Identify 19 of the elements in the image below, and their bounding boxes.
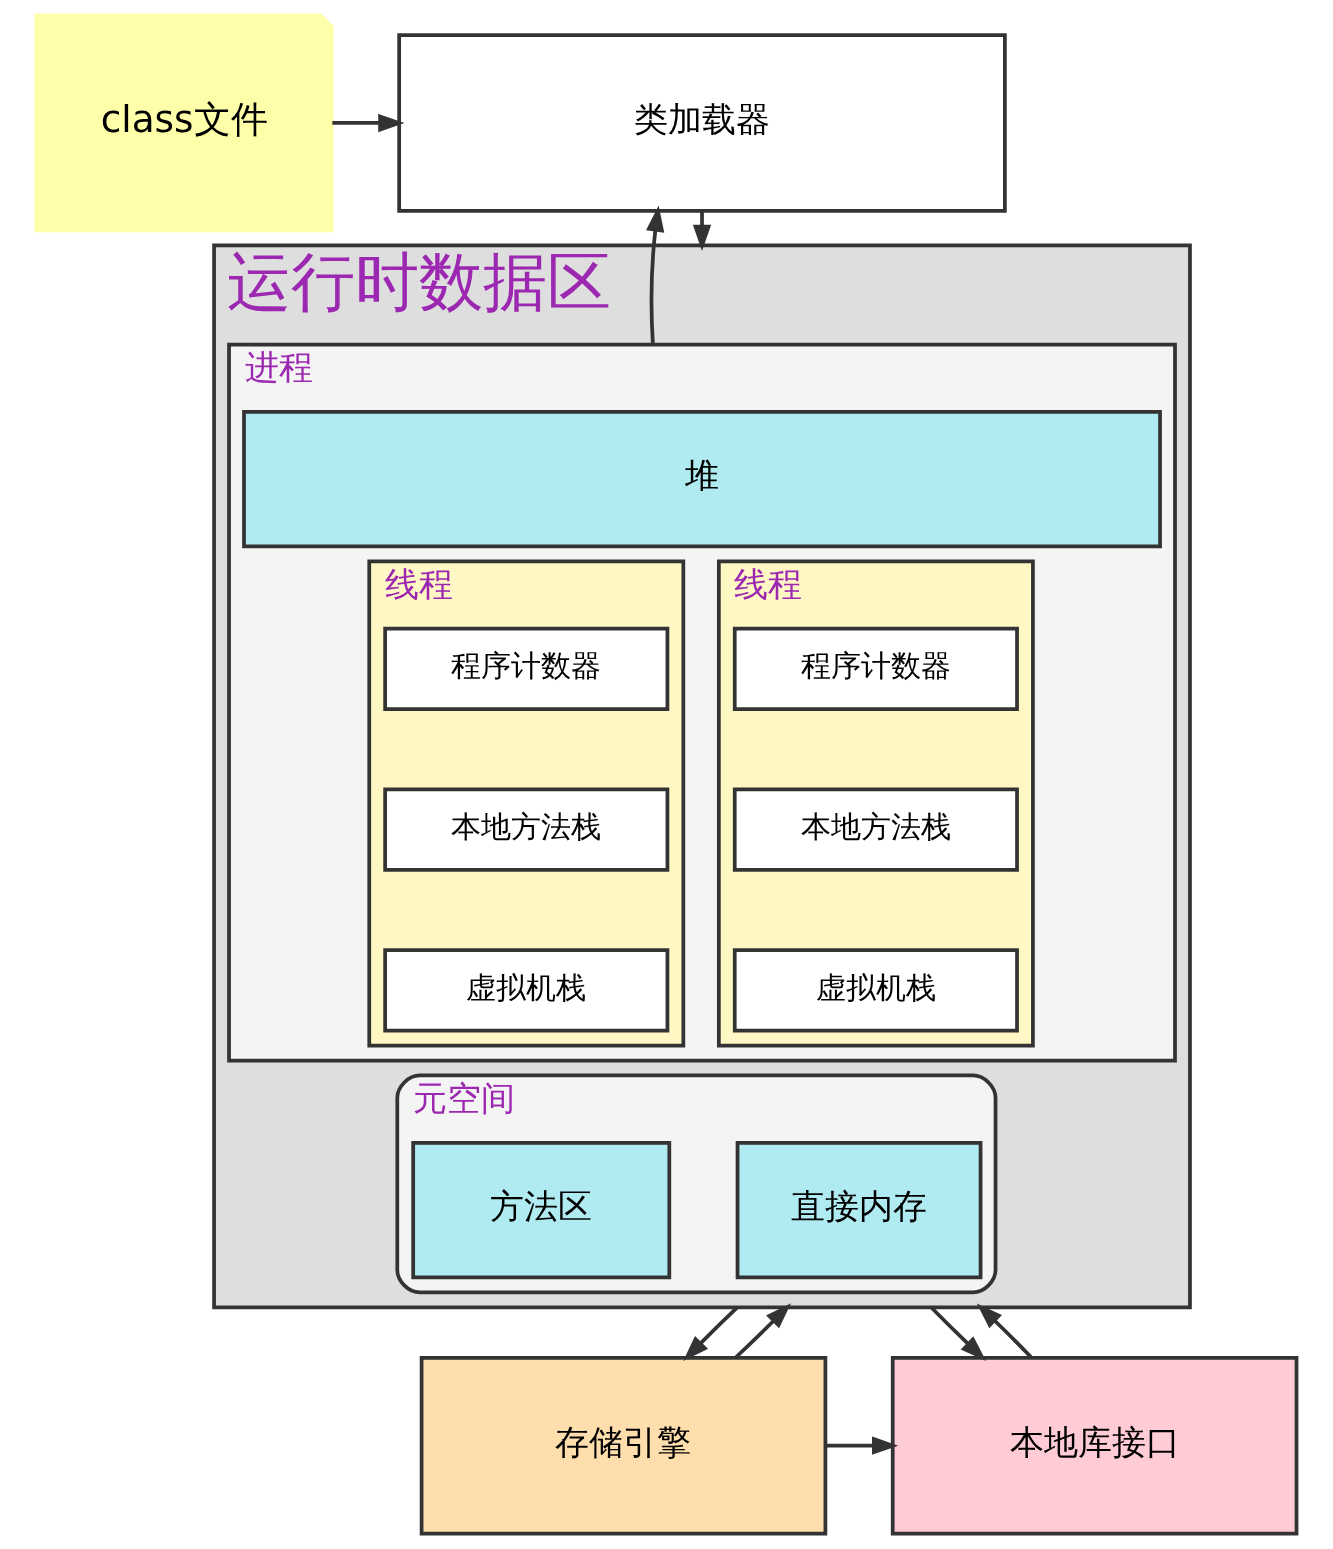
node-box: 程序计数器 [383, 626, 670, 711]
arrow [332, 113, 405, 133]
node-box: 虚拟机栈 [732, 948, 1019, 1033]
node-box: 程序计数器 [732, 626, 1019, 711]
arrow [929, 1306, 987, 1361]
node-box: 本地方法栈 [732, 787, 1019, 872]
node-box: 直接内存 [735, 1140, 983, 1280]
arrow [692, 211, 712, 252]
node-box: 方法区 [411, 1140, 672, 1280]
arrow [646, 205, 665, 345]
node-box: 本地库接口 [890, 1355, 1299, 1536]
node-box: 类加载器 [397, 33, 1007, 213]
node-box: 存储引擎 [419, 1355, 828, 1536]
node-box: 堆 [242, 409, 1162, 549]
arrow [825, 1436, 899, 1455]
node-box: 本地方法栈 [383, 787, 670, 872]
node-box: 虚拟机栈 [383, 948, 670, 1033]
arrow [734, 1303, 792, 1359]
arrow [976, 1303, 1033, 1359]
